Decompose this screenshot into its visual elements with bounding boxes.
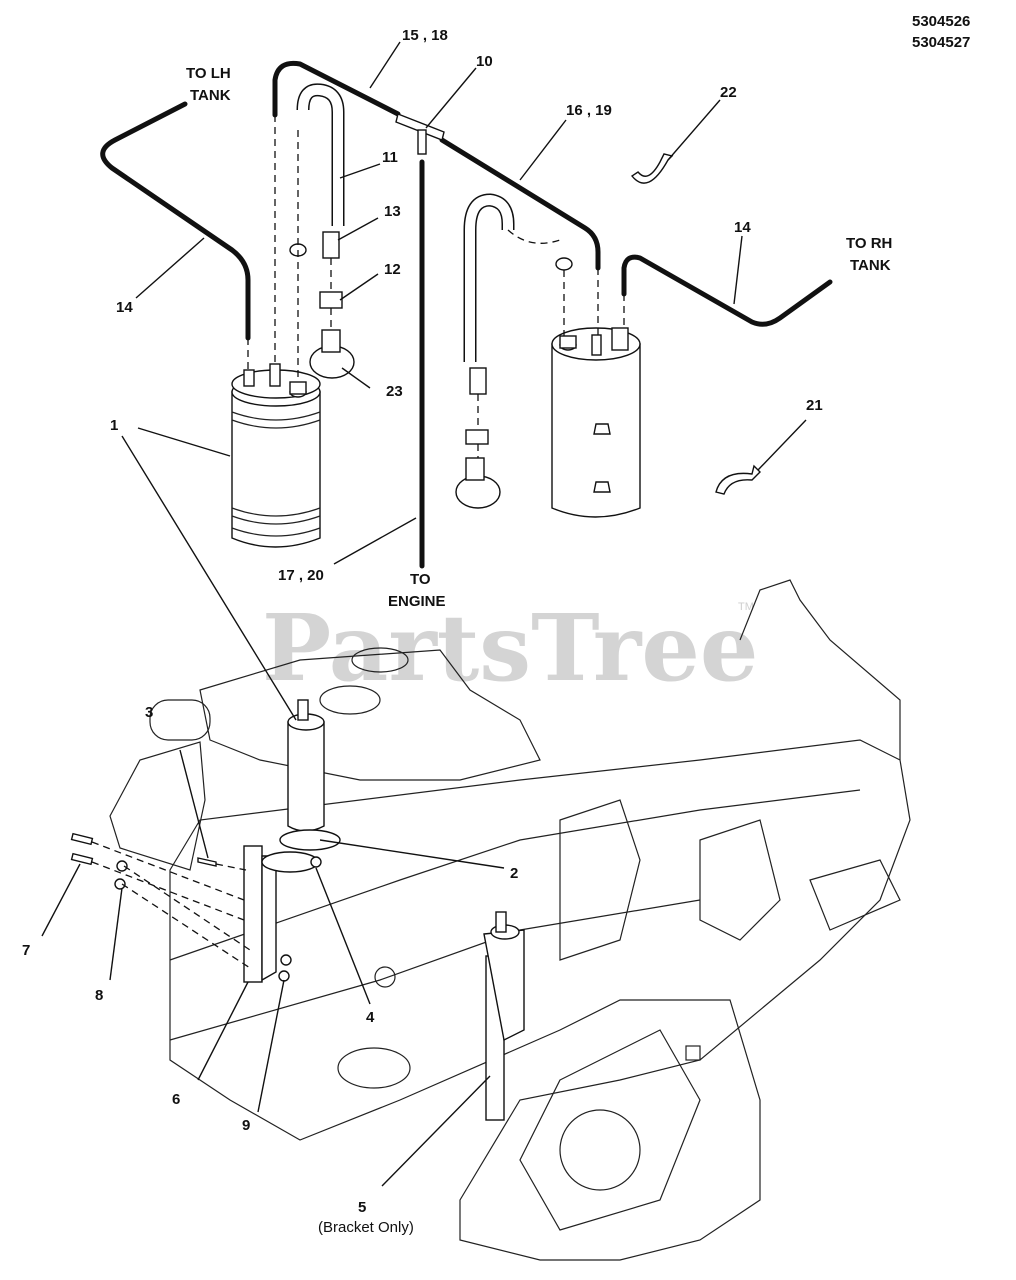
to-engine-label-line1: TO [410, 571, 431, 588]
callout-5: 5 [358, 1199, 366, 1216]
to-rh-label-line1: TO RH [846, 235, 892, 252]
callout-16-19: 16 , 19 [566, 102, 612, 119]
callout-23: 23 [386, 383, 403, 400]
callout-9: 9 [242, 1117, 250, 1134]
to-engine-label-line2: ENGINE [388, 593, 446, 610]
callout-3: 3 [145, 704, 153, 721]
callout-13: 13 [384, 203, 401, 220]
callout-2: 2 [510, 865, 518, 882]
leader-lines [41, 41, 807, 1187]
hose-16-19 [439, 137, 601, 271]
left-canister [231, 363, 321, 548]
fittings-right [455, 257, 573, 509]
part-number-1: 5304526 [912, 13, 970, 30]
clamp-21 [715, 464, 761, 495]
hose-14-right [621, 254, 833, 327]
to-lh-label-line1: TO LH [186, 65, 231, 82]
tee-fitting [395, 113, 445, 155]
to-rh-label-line2: TANK [850, 257, 891, 274]
canister-installed [287, 699, 325, 832]
callout-8: 8 [95, 987, 103, 1004]
callout-6: 6 [172, 1091, 180, 1108]
right-canister [551, 327, 641, 518]
watermark-text: PartsTree [262, 594, 758, 702]
watermark-trademark: TM [738, 601, 754, 613]
clamp-22 [630, 153, 674, 184]
callout-15-18: 15 , 18 [402, 27, 448, 44]
callout-7: 7 [22, 942, 30, 959]
fittings-left [289, 231, 355, 379]
callout-5-note: (Bracket Only) [318, 1219, 414, 1236]
callout-22: 22 [720, 84, 737, 101]
part-number-2: 5304527 [912, 34, 970, 51]
callout-10: 10 [476, 53, 493, 70]
callout-21: 21 [806, 397, 823, 414]
to-lh-label-line2: TANK [190, 87, 231, 104]
bracket-6 [243, 829, 341, 983]
callout-14-left: 14 [116, 299, 133, 316]
hose-15-18 [272, 60, 401, 118]
callout-14-right: 14 [734, 219, 751, 236]
callout-17-20: 17 , 20 [278, 567, 324, 584]
hose-14-left [100, 101, 251, 341]
mower-frame [109, 579, 911, 1261]
callout-12: 12 [384, 261, 401, 278]
callout-4: 4 [366, 1009, 375, 1026]
j-tube-11 [296, 83, 345, 226]
callout-11: 11 [382, 149, 398, 166]
bracket-5 [483, 911, 525, 1121]
hardware [70, 832, 322, 982]
callout-1: 1 [110, 417, 118, 434]
